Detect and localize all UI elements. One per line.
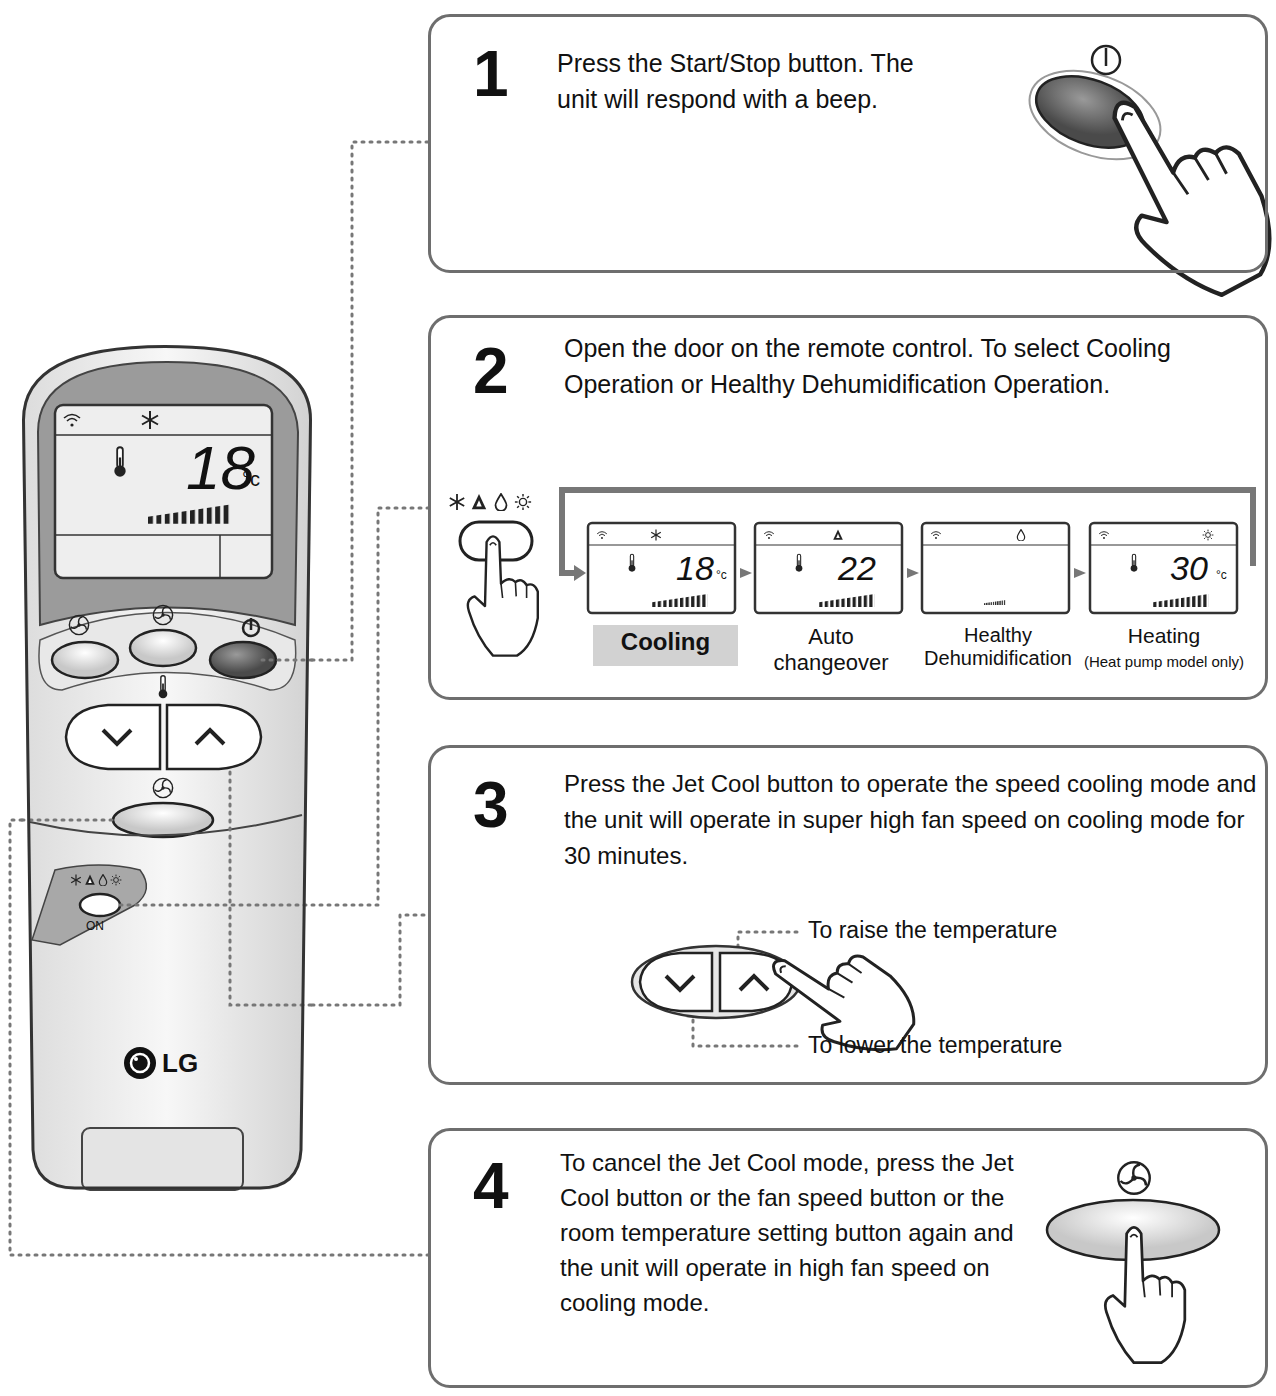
- mode-name: Auto changeover: [756, 624, 906, 676]
- mode-name: Heating: [1089, 624, 1239, 648]
- dotted-connector: [312, 508, 428, 905]
- unit-symbol: °c: [716, 568, 734, 582]
- remote-control: LG: [22, 345, 312, 1190]
- start-stop-button: [1017, 46, 1276, 316]
- step-number: 2: [473, 334, 533, 408]
- dotted-connector: [312, 142, 428, 660]
- callout-text: To lower the temperature: [808, 1032, 1108, 1059]
- dotted-connector: [10, 820, 428, 1255]
- display-temperature: 18: [676, 549, 720, 588]
- dotted-connector: [312, 915, 428, 1005]
- step-number: 3: [473, 768, 533, 842]
- unit-symbol: °c: [242, 468, 272, 491]
- display-temperature: 30: [1170, 549, 1214, 588]
- brand-logo: LG: [162, 1048, 222, 1079]
- jet-cool-button: [1047, 1162, 1219, 1362]
- step-text: Open the door on the remote control. To …: [564, 330, 1259, 402]
- step-box: 4 To cancel the Jet Cool mode, press the …: [428, 1128, 1268, 1388]
- button-label: ON: [86, 919, 116, 933]
- remote-body: [22, 345, 312, 1190]
- step-text: Press the Start/Stop button. The unit wi…: [557, 45, 917, 117]
- mode-note: (Heat pump model only): [1074, 653, 1254, 670]
- callout-text: To raise the temperature: [808, 917, 1108, 944]
- step-text: To cancel the Jet Cool mode, press the J…: [560, 1145, 1030, 1320]
- step-number: 1: [473, 37, 533, 111]
- unit-symbol: °c: [1216, 568, 1234, 582]
- display-temperature: 18: [186, 432, 256, 503]
- selected-mode-box: Cooling: [593, 625, 738, 666]
- mode-name: Healthy Dehumidification: [915, 624, 1081, 670]
- step-box: 1 Press the Start/Stop button. The unit w…: [428, 14, 1268, 273]
- display-temperature: 22: [838, 549, 882, 588]
- step-number: 4: [473, 1149, 533, 1223]
- step-text: Press the Jet Cool button to operate the…: [564, 766, 1264, 874]
- mode-name: Cooling: [593, 628, 738, 656]
